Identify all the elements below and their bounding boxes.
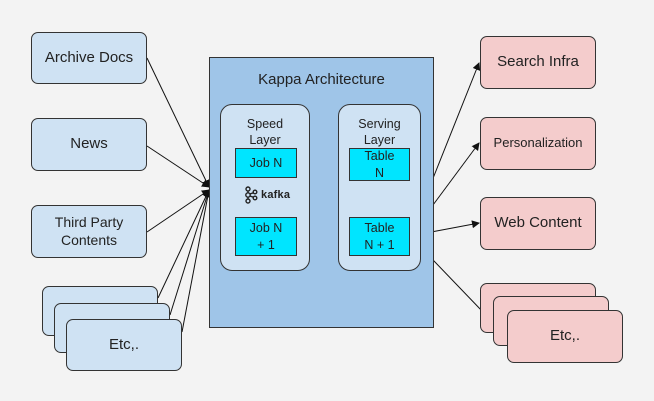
speed-layer-title: Speed Layer <box>246 117 284 148</box>
source-third-party: Third Party Contents <box>31 205 147 258</box>
source-third-party-label: Third Party Contents <box>54 214 124 248</box>
dest-search-infra: Search Infra <box>480 36 596 89</box>
table-n-plus-1: Table N + 1 <box>349 217 410 256</box>
arrow-archive-to-arch <box>146 57 210 188</box>
serving-layer-title: Serving Layer <box>358 117 401 148</box>
source-archive-docs: Archive Docs <box>31 32 147 84</box>
arrow-thirdparty-to-arch <box>146 189 210 233</box>
dest-etc-label: Etc,. <box>549 327 580 345</box>
source-archive-docs-label: Archive Docs <box>44 48 134 66</box>
arrow-news-to-arch <box>146 145 210 188</box>
job-n-plus-1: Job N + 1 <box>235 217 297 256</box>
kafka-label: kafka <box>261 189 291 201</box>
dest-personalization: Personalization <box>480 117 596 170</box>
job-n: Job N <box>235 148 297 178</box>
dest-web-content: Web Content <box>480 197 596 250</box>
source-etc-label: Etc,. <box>108 335 139 353</box>
source-news-label: News <box>70 135 108 153</box>
dest-search-infra-label: Search Infra <box>497 53 579 71</box>
kafka-icon <box>245 186 258 204</box>
source-etc: Etc,. <box>66 319 182 371</box>
dest-personalization-label: Personalization <box>493 135 583 151</box>
arrow-etc3-to-arch <box>181 189 212 333</box>
dest-web-content-label: Web Content <box>494 214 582 232</box>
dest-etc: Etc,. <box>507 310 623 363</box>
kafka-logo: kafka <box>244 186 290 204</box>
arrow-etc1-to-arch <box>157 189 210 299</box>
kappa-architecture-title: Kappa Architecture <box>258 71 385 88</box>
source-news: News <box>31 118 147 171</box>
arrow-etc2-to-arch <box>169 189 211 316</box>
table-n: Table N <box>349 148 410 181</box>
